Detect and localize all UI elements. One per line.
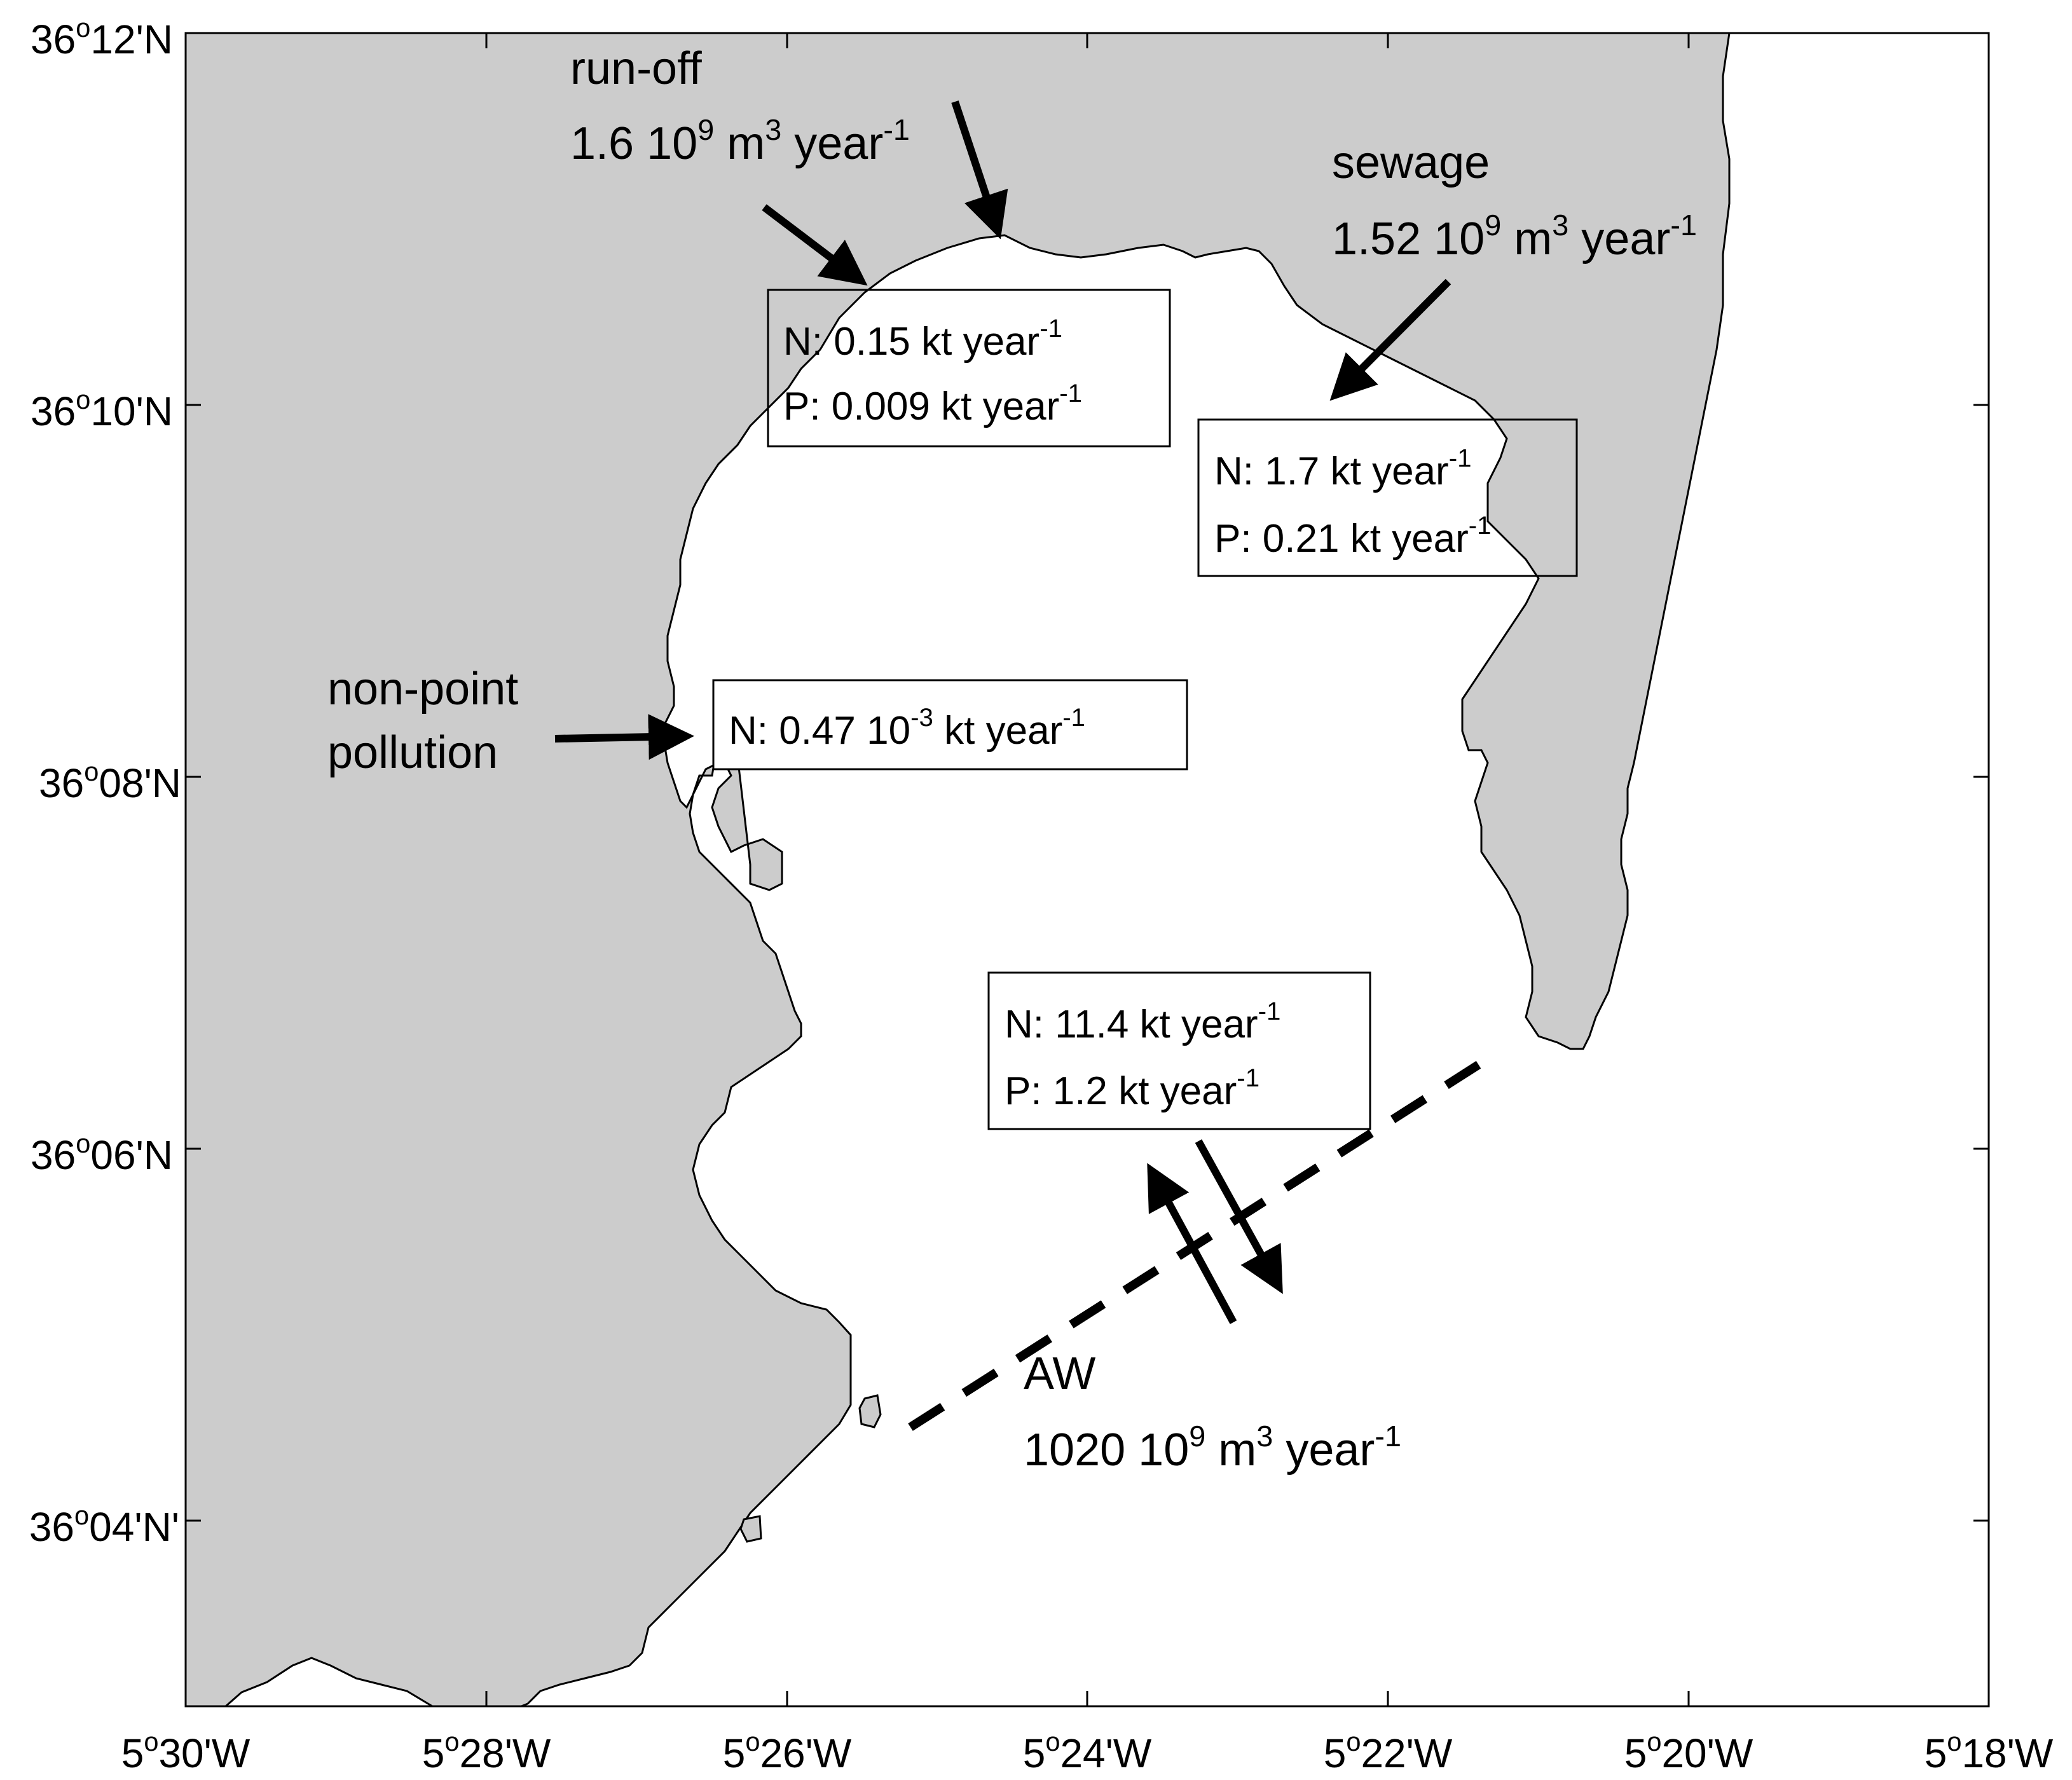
runoff-annotation: run-off 1.6 109 m3 year-1 N: 0.15 kt yea… [570,43,1171,448]
y-tick-labels: 36o12'N 36o10'N 36o08'N 36o06'N 36o04'N' [29,13,181,1550]
sewage-label: sewage [1332,137,1490,188]
runoff-arrow-2 [951,100,1008,240]
sewage-annotation: sewage 1.52 109 m3 year-1 N: 1.7 kt year… [1197,137,1697,577]
y-tick-label: 36o06'N [31,1128,173,1178]
x-tick-label: 5o20'W [1624,1727,1753,1776]
x-ticks [184,33,1690,1706]
aw-p-value: P: 1.2 kt year-1 [1005,1064,1259,1113]
aw-n-value: N: 11.4 kt year-1 [1005,997,1280,1046]
islet-2 [739,1515,762,1543]
aw-flux: 1020 109 m3 year-1 [1024,1420,1401,1475]
sewage-arrow [1329,278,1451,401]
runoff-arrow-1 [762,204,868,286]
y-tick-label: 36o08'N [39,756,181,806]
sewage-box [1197,418,1578,577]
x-tick-labels: 5o30'W 5o28'W 5o26'W 5o24'W 5o22'W 5o20'… [121,1727,2054,1776]
runoff-label: run-off [570,43,703,94]
y-ticks [186,404,1989,1522]
x-tick-label: 5o30'W [121,1727,250,1776]
nonpoint-arrow [554,714,694,760]
aw-annotation: N: 11.4 kt year-1 P: 1.2 kt year-1 AW 10… [987,971,1401,1475]
sewage-flux: 1.52 109 m3 year-1 [1332,209,1697,264]
nonpoint-annotation: non-point pollution N: 0.47 10-3 kt year… [327,664,1188,778]
runoff-p-value: P: 0.009 kt year-1 [783,379,1082,428]
runoff-n-value: N: 0.15 kt year-1 [783,314,1062,364]
aw-label: AW [1024,1348,1095,1399]
aw-inflow-arrow [1147,1163,1237,1324]
nonpoint-n-value: N: 0.47 10-3 kt year-1 [729,703,1085,753]
aw-outflow-arrow [1195,1139,1283,1294]
x-tick-label: 5o24'W [1023,1727,1152,1776]
x-tick-label: 5o28'W [422,1727,551,1776]
sewage-p-value: P: 0.21 kt year-1 [1214,511,1492,561]
nonpoint-label-line1: non-point [327,664,518,715]
y-tick-label: 36o04'N' [29,1500,179,1550]
aw-box [987,971,1371,1130]
runoff-box [767,289,1171,448]
y-tick-label: 36o10'N [31,385,173,434]
runoff-flux: 1.6 109 m3 year-1 [570,113,910,169]
x-tick-label: 5o18'W [1924,1727,2054,1776]
x-tick-label: 5o22'W [1324,1727,1453,1776]
nonpoint-box [712,679,1188,770]
sewage-n-value: N: 1.7 kt year-1 [1214,444,1472,493]
nonpoint-label-line2: pollution [327,727,498,778]
land-west [186,33,1731,1706]
y-tick-label: 36o12'N [31,13,173,62]
x-tick-label: 5o26'W [723,1727,852,1776]
islet-1 [858,1394,882,1428]
